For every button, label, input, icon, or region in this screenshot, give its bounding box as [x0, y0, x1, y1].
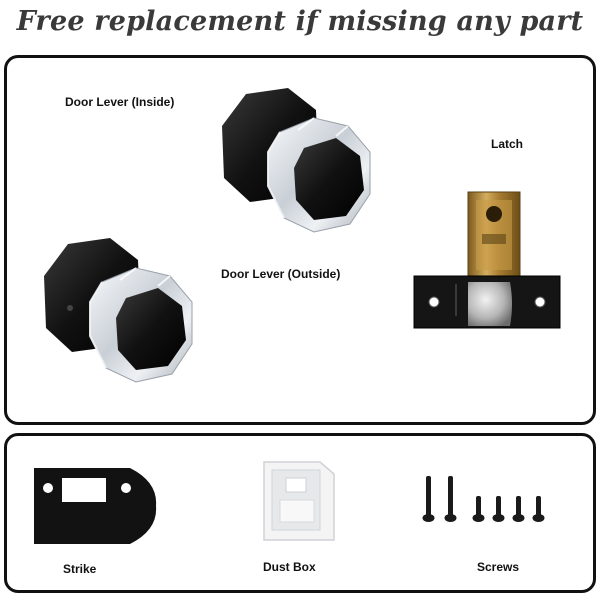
- dust-box-image: [263, 461, 335, 541]
- screws-image: [422, 476, 545, 522]
- strike-label: Strike: [63, 562, 97, 576]
- latch-image: [413, 191, 561, 329]
- strike-plate-image: [34, 468, 157, 544]
- latch-label: Latch: [491, 137, 524, 151]
- door-lever-inside-label: Door Lever (Inside): [65, 95, 175, 109]
- page-title: Free replacement if missing any part: [16, 6, 584, 37]
- door-lever-outside-label: Door Lever (Outside): [221, 267, 341, 281]
- dust-box-label: Dust Box: [263, 560, 316, 574]
- door-knob-inside-image: [222, 88, 371, 233]
- door-knob-outside-image: [44, 238, 193, 383]
- screws-label: Screws: [477, 560, 520, 574]
